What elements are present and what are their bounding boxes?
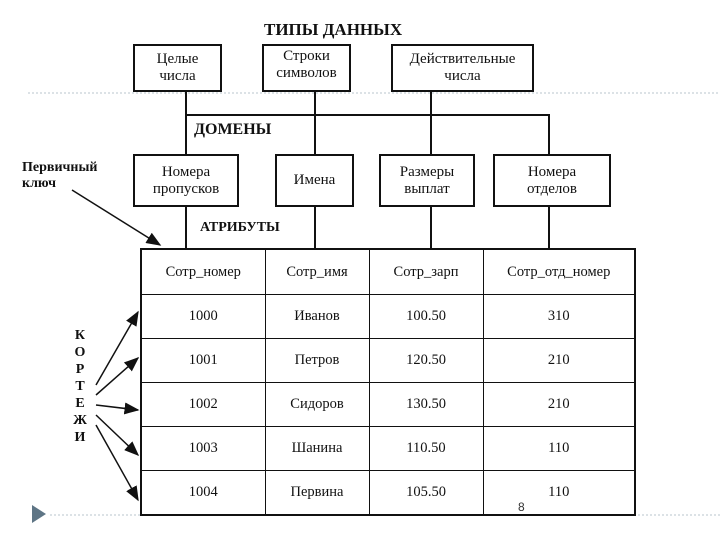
table-row: 1002 Сидоров 130.50 210: [140, 382, 636, 427]
table-header-cell: Сотр_зарп: [368, 248, 484, 295]
table-row: 1001 Петров 120.50 210: [140, 338, 636, 383]
type-label-integers: Целые числа: [156, 51, 199, 84]
attributes-label: АТРИБУТЫ: [200, 220, 280, 235]
domain-box-departments: [493, 154, 611, 207]
domain-box-payments: [379, 154, 475, 207]
tuples-letter: Е: [75, 396, 85, 411]
type-box-strings: [262, 44, 351, 92]
tuple-arrow-3: [95, 402, 140, 415]
table-cell: 110: [482, 470, 636, 516]
primary-key-arrow: [71, 189, 162, 246]
table-cell: 110: [482, 426, 636, 471]
table-row: 1000 Иванов 100.50 310: [140, 294, 636, 339]
tuple-arrow-4: [95, 414, 140, 457]
type-box-integers: [133, 44, 222, 92]
type-label-reals: Действительные числа: [409, 51, 516, 84]
type-label-strings: Строки символов: [276, 48, 337, 81]
table-header-cell: Сотр_номер: [140, 248, 266, 295]
diagram-title: ТИПЫ ДАННЫХ: [264, 20, 403, 39]
table-row: 1004 Первина 105.50 110: [140, 470, 636, 516]
table-row: 1003 Шанина 110.50 110: [140, 426, 636, 471]
table-header-cell: Сотр_имя: [264, 248, 370, 295]
page-number: 8: [518, 500, 525, 514]
tuple-arrow-5: [95, 424, 139, 502]
table-cell: 105.50: [368, 470, 484, 516]
connector-integers-dept: [186, 114, 550, 155]
tuple-arrow-2: [95, 357, 140, 396]
table-cell: 120.50: [368, 338, 484, 383]
tuples-letter: И: [74, 430, 86, 445]
table-cell: 130.50: [368, 382, 484, 427]
table-cell: 1000: [140, 294, 266, 339]
tuples-letter: К: [74, 328, 86, 343]
table-header-cell: Сотр_отд_номер: [482, 248, 636, 295]
table-cell: 210: [482, 338, 636, 383]
tuples-letter: Ж: [73, 413, 87, 428]
tuples-letter: Т: [75, 379, 85, 394]
table-header-row: Сотр_номер Сотр_имя Сотр_зарп Сотр_отд_н…: [140, 248, 636, 295]
table-cell: 1002: [140, 382, 266, 427]
tuples-letter: О: [74, 345, 86, 360]
domain-label-departments: Номера отделов: [526, 163, 578, 197]
relation-table: Сотр_номер Сотр_имя Сотр_зарп Сотр_отд_н…: [140, 248, 636, 516]
table-cell: 210: [482, 382, 636, 427]
tuples-letter: Р: [75, 362, 85, 377]
bullet-triangle-icon: [32, 505, 46, 523]
table-cell: 310: [482, 294, 636, 339]
table-cell: 1003: [140, 426, 266, 471]
domain-label-pass-numbers: Номера пропусков: [152, 163, 220, 197]
tuple-arrow-1: [95, 310, 139, 386]
table-cell: 110.50: [368, 426, 484, 471]
table-cell: 100.50: [368, 294, 484, 339]
type-box-reals: [391, 44, 534, 92]
table-cell: Первина: [264, 470, 370, 516]
domains-label: ДОМЕНЫ: [194, 121, 272, 138]
table-cell: Иванов: [264, 294, 370, 339]
primary-key-label: Первичный ключ: [22, 160, 98, 191]
table-cell: Шанина: [264, 426, 370, 471]
table-cell: 1004: [140, 470, 266, 516]
table-cell: Сидоров: [264, 382, 370, 427]
table-cell: Петров: [264, 338, 370, 383]
table-cell: 1001: [140, 338, 266, 383]
domain-label-payments: Размеры выплат: [399, 163, 455, 197]
domain-label-names: Имена: [293, 172, 336, 188]
